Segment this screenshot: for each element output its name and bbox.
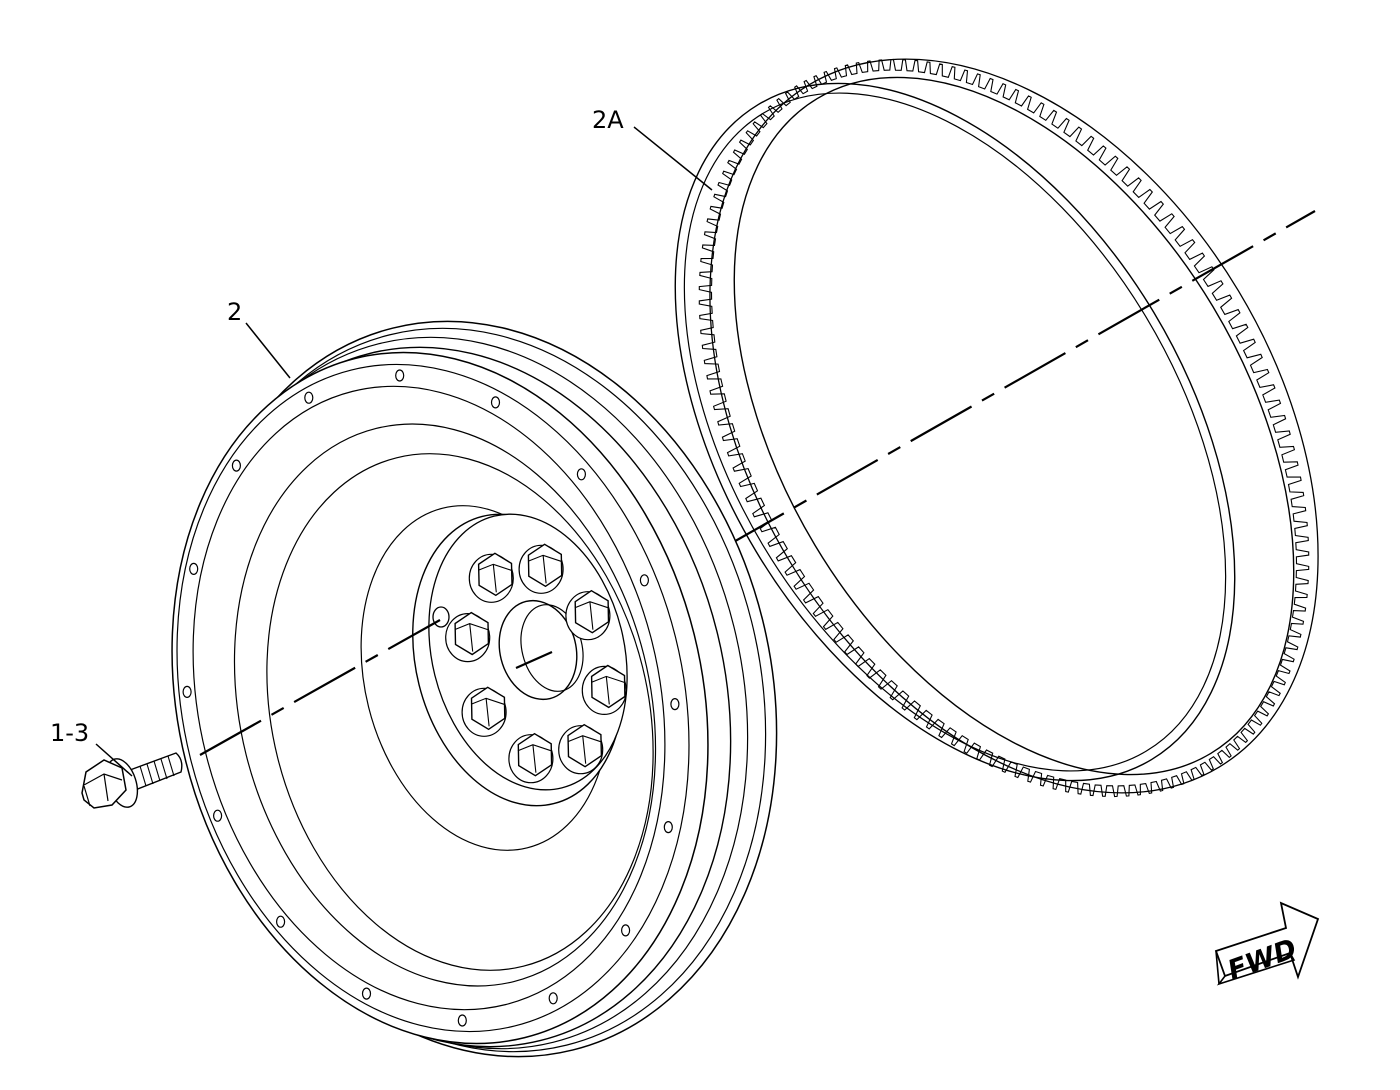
rim-hole <box>457 1014 467 1027</box>
rim-hole <box>395 369 405 382</box>
rim-hole <box>189 562 199 576</box>
rim-hole <box>663 820 673 834</box>
rim-hole <box>639 574 650 587</box>
rim-hole <box>276 915 286 928</box>
hub-bolt <box>518 543 564 594</box>
flywheel-bolt <box>81 752 183 809</box>
rim-hole <box>304 391 314 404</box>
hub-bolt-set <box>445 543 627 784</box>
hub-bolt <box>508 732 554 784</box>
gear-teeth <box>698 58 1310 798</box>
rim-hole <box>231 459 241 472</box>
rim-hole <box>361 987 372 1000</box>
bolt-axis-line <box>199 619 441 756</box>
center-axis-line <box>722 210 1316 549</box>
rim-hole <box>490 396 501 409</box>
hub-bolt <box>558 723 604 775</box>
hub-bolt <box>445 611 491 663</box>
gear-tooth-profile <box>698 58 1310 798</box>
rim-hole <box>620 924 631 937</box>
hub-bolt <box>565 589 611 641</box>
callout-label-2: 2 <box>227 298 242 326</box>
callout-2a: 2A <box>592 106 713 191</box>
hub-bolt <box>461 686 507 737</box>
rim-hole-ring <box>182 369 680 1027</box>
rim-hole <box>182 685 192 699</box>
rim-hole <box>548 992 558 1005</box>
callout-2: 2 <box>227 298 291 379</box>
rim-hole <box>576 468 587 481</box>
hub-bolt <box>468 552 514 603</box>
callout-1-3: 1-3 <box>50 719 133 777</box>
flywheel <box>171 320 778 1058</box>
ring-gear <box>674 58 1319 798</box>
rim-hole <box>670 697 680 711</box>
hub-bolt <box>581 664 627 716</box>
rim-hole <box>213 809 223 822</box>
callout-label-2a: 2A <box>592 106 624 134</box>
callout-label-1-3: 1-3 <box>50 719 89 747</box>
